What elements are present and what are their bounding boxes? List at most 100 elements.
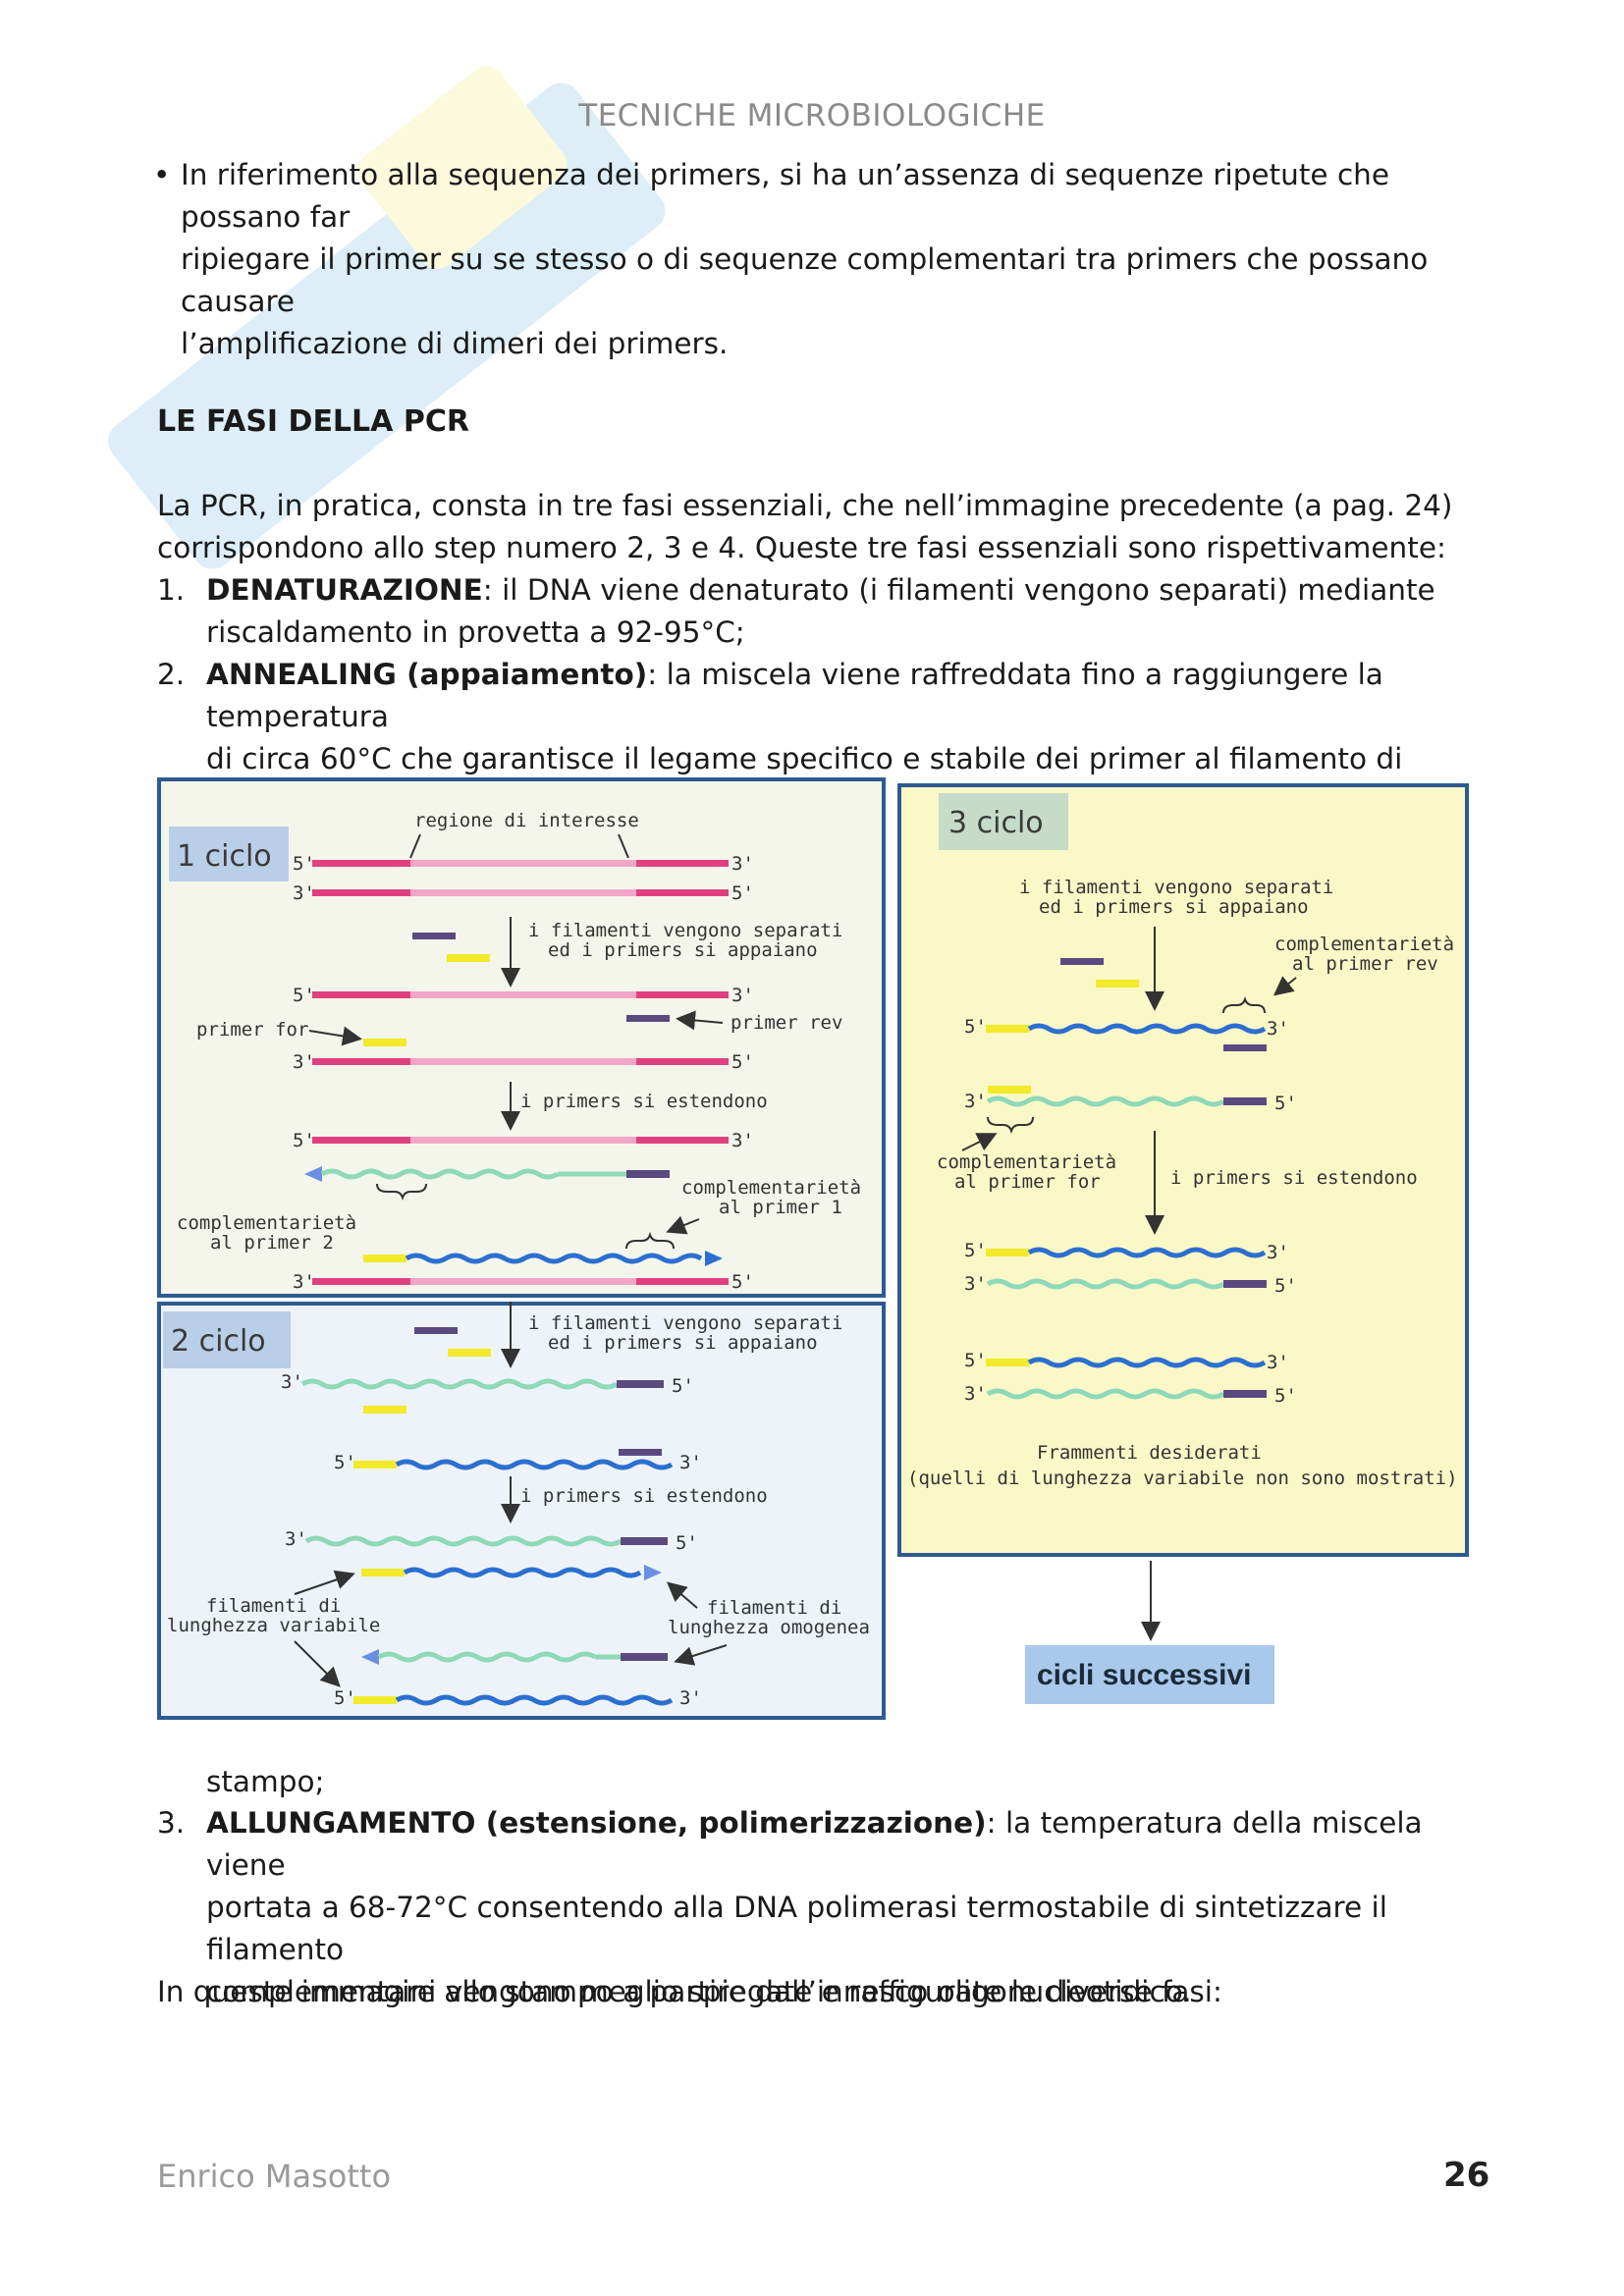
end-label: 5' xyxy=(293,1130,315,1151)
primer-for-mark xyxy=(448,1349,491,1357)
primer-rev-mark xyxy=(414,1327,458,1334)
end-label: 5' xyxy=(293,853,315,875)
cycle3-final-strands: 5' 3' 3' 5' 5' 3' 3' 5' xyxy=(964,1240,1297,1407)
end-label: 5' xyxy=(964,1350,987,1371)
section-title: LE FASI DELLA PCR xyxy=(157,404,469,439)
pcr-cycles-figure: 1 ciclo regione di interesse 5' 3' 3' 5'… xyxy=(157,777,1473,1728)
end-label: 3' xyxy=(679,1687,702,1709)
region-pointer xyxy=(409,833,421,859)
end-label: 3' xyxy=(293,1051,315,1073)
omo-pointer xyxy=(666,1581,698,1609)
primer-rev-mark xyxy=(1060,958,1104,965)
omo-label: filamenti di xyxy=(707,1597,841,1619)
end-label: 5' xyxy=(676,1532,698,1554)
fram-label: (quelli di lunghezza variabile non sono … xyxy=(907,1468,1458,1489)
end-label: 5' xyxy=(731,1051,754,1073)
stampo-text: stampo; xyxy=(206,1765,325,1798)
end-label: 5' xyxy=(731,1271,754,1293)
brace xyxy=(376,1183,427,1201)
cycle1-strands-3: 5' 3' 3' 5' xyxy=(293,1130,754,1293)
bullet-line: l’amplificazione di dimeri dei primers. xyxy=(181,327,729,360)
comprev-pointer xyxy=(1272,976,1297,996)
end-label: 3' xyxy=(285,1528,307,1550)
end-label: 3' xyxy=(281,1371,303,1393)
end-label: 5' xyxy=(1274,1275,1297,1297)
comprev-label: al primer rev xyxy=(1292,953,1438,975)
compfor-label: al primer for xyxy=(954,1171,1101,1193)
comp2-label: al primer 2 xyxy=(210,1232,334,1254)
cycle1-tag: 1 ciclo xyxy=(177,839,272,874)
sep-label: ed i primers si appaiano xyxy=(548,1332,818,1354)
step-number: 2. xyxy=(157,658,186,691)
omo-pointer xyxy=(674,1644,728,1666)
step-text: portata a 68-72°C consentendo alla DNA p… xyxy=(206,1891,1387,1966)
cycle1-dsdna-1: 5' 3' 3' 5' xyxy=(293,853,754,904)
end-label: 5' xyxy=(1274,1385,1297,1407)
end-label: 3' xyxy=(1267,1018,1289,1040)
step-number: 1. xyxy=(157,573,186,607)
primer-rev-mark xyxy=(412,933,456,939)
cycle3-strands-1: 5' 3' 3' 5' xyxy=(964,995,1297,1135)
end-label: 3' xyxy=(1267,1242,1289,1263)
end-label: 5' xyxy=(672,1375,694,1397)
end-label: 3' xyxy=(964,1383,987,1405)
step-number: 3. xyxy=(157,1806,186,1840)
cycle2-panel xyxy=(157,1302,886,1720)
bullet-line: In riferimento alla sequenza dei primers… xyxy=(181,158,1390,234)
step-text: : la miscela viene raffreddata fino a ra… xyxy=(206,658,1383,733)
region-pointer xyxy=(618,833,629,859)
end-label: 3' xyxy=(964,1091,987,1112)
step-text: complementare allo stampo a partire dall… xyxy=(206,1975,1192,2008)
cycle1-tag-bg xyxy=(169,827,289,881)
end-label: 5' xyxy=(964,1240,987,1261)
page-header: TECNICHE MICROBIOLOGICHE xyxy=(578,98,1046,133)
closing-paragraph: In queste immagini vengono meglio spiega… xyxy=(157,1975,1222,2008)
var-pointer xyxy=(294,1570,355,1595)
step-text: riscaldamento in provetta a 92-95°C; xyxy=(206,615,745,649)
intro-line: La PCR, in pratica, consta in tre fasi e… xyxy=(157,489,1453,522)
end-label: 5' xyxy=(964,1016,987,1038)
comp2-label: complementarietà xyxy=(177,1212,356,1234)
end-label: 3' xyxy=(293,1271,315,1293)
next-label: cicli successivi xyxy=(1037,1659,1252,1691)
primer-for-mark xyxy=(1096,980,1139,988)
sep-label: i filamenti vengono separati xyxy=(528,1312,842,1334)
cycle2-strands-2: 3' 5' 5' 3' xyxy=(285,1528,702,1709)
primer-for-label: primer for xyxy=(196,1019,308,1041)
cycle2-strands-1: 3' 5' 5' 3' xyxy=(281,1371,702,1473)
comprev-label: complementarietà xyxy=(1274,934,1454,955)
primer-rev-label: primer rev xyxy=(731,1012,842,1034)
end-label: 3' xyxy=(731,1130,754,1151)
comp1-label: al primer 1 xyxy=(719,1197,842,1218)
footer-author: Enrico Masotto xyxy=(157,2158,392,2195)
end-label: 3' xyxy=(731,985,754,1006)
pcr-diagram-svg: 1 ciclo regione di interesse 5' 3' 3' 5'… xyxy=(163,793,1458,1709)
primer-rev-pointer xyxy=(676,1010,724,1031)
ext-label: i primers si estendono xyxy=(520,1485,768,1507)
steps-list-top: 1. DENATURAZIONE: il DNA viene denaturat… xyxy=(157,569,1473,823)
end-label: 3' xyxy=(679,1452,702,1473)
ext-label: i primers si estendono xyxy=(1170,1167,1418,1189)
fram-label: Frammenti desiderati xyxy=(1037,1442,1262,1464)
end-label: 3' xyxy=(964,1273,987,1295)
var-label: filamenti di xyxy=(206,1595,341,1617)
cycle1-strands-2: 5' 3' 3' 5' xyxy=(293,985,754,1073)
end-label: 5' xyxy=(1274,1093,1297,1114)
cycle2-tag: 2 ciclo xyxy=(171,1324,266,1359)
comp1-pointer xyxy=(666,1215,700,1235)
sep-label: i filamenti vengono separati xyxy=(1019,877,1333,898)
ext-label: i primers si estendono xyxy=(520,1091,768,1112)
step-text: : il DNA viene denaturato (i filamenti v… xyxy=(482,573,1435,607)
step-name: DENATURAZIONE xyxy=(206,573,483,607)
end-label: 3' xyxy=(1267,1352,1289,1373)
end-label: 3' xyxy=(293,882,315,904)
step-item-1: 1. DENATURAZIONE: il DNA viene denaturat… xyxy=(157,569,1473,654)
cycle3-panel xyxy=(897,783,1469,1557)
sep-label: i filamenti vengono separati xyxy=(528,920,842,941)
step-item-2: 2. ANNEALING (appaiamento): la miscela v… xyxy=(157,654,1473,823)
var-label: lunghezza variabile xyxy=(167,1615,380,1636)
omo-label: lunghezza omogenea xyxy=(668,1617,870,1638)
intro-line: corrispondono allo step numero 2, 3 e 4.… xyxy=(157,531,1446,564)
steps-list-bottom: 3. ALLUNGAMENTO (estensione, polimerizza… xyxy=(157,1802,1473,2013)
primer-for-pointer xyxy=(308,1026,362,1046)
